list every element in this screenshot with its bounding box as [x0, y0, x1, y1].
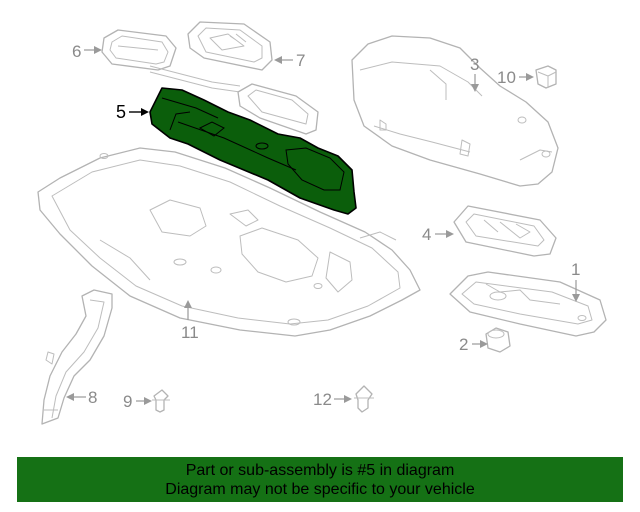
part-2-grommet[interactable]	[485, 327, 511, 353]
part-6-vent-frame[interactable]	[101, 29, 177, 71]
part-5-defroster-duct[interactable]	[149, 87, 357, 215]
svg-text:7: 7	[296, 51, 305, 70]
svg-text:3: 3	[470, 55, 479, 74]
part-8-side-duct[interactable]	[41, 289, 113, 425]
part-9-push-pin[interactable]	[152, 389, 170, 413]
svg-text:4: 4	[422, 225, 431, 244]
svg-text:1: 1	[571, 260, 580, 279]
part-10-clip[interactable]	[535, 65, 557, 89]
part-4-vent-grille[interactable]	[453, 205, 557, 257]
banner-line-2: Diagram may not be specific to your vehi…	[165, 480, 475, 498]
part-3-cover[interactable]	[351, 35, 559, 187]
svg-text:8: 8	[88, 388, 97, 407]
callout-4: 4	[422, 225, 454, 244]
part-7-vent-grille[interactable]	[187, 21, 273, 71]
callout-10: 10	[497, 68, 534, 87]
callout-12: 12	[313, 390, 352, 409]
callout-2: 2	[459, 335, 488, 354]
part-1-vent-housing[interactable]	[449, 271, 607, 337]
part-defrost-vent-right	[237, 83, 319, 135]
callout-6: 6	[72, 42, 102, 61]
svg-text:5: 5	[116, 102, 126, 122]
callout-11: 11	[181, 300, 199, 342]
svg-text:6: 6	[72, 42, 81, 61]
callout-7: 7	[274, 51, 305, 70]
part-12-push-pin[interactable]	[354, 385, 374, 413]
svg-text:9: 9	[123, 392, 132, 411]
callout-1: 1	[571, 260, 580, 302]
svg-text:10: 10	[497, 68, 516, 87]
info-banner: Part or sub-assembly is #5 in diagram Di…	[17, 457, 623, 502]
callout-9: 9	[123, 392, 152, 411]
callout-3: 3	[470, 55, 479, 92]
callout-5: 5	[116, 102, 149, 122]
svg-text:11: 11	[181, 323, 199, 342]
vent-connecting-strip	[149, 65, 241, 93]
callout-8: 8	[66, 388, 97, 407]
svg-text:2: 2	[459, 335, 468, 354]
banner-line-1: Part or sub-assembly is #5 in diagram	[185, 461, 455, 479]
svg-text:12: 12	[313, 390, 332, 409]
parts-diagram: 1 2 3 4 5 6 7 8 9 10	[37, 21, 607, 425]
part-11-dash-insulator[interactable]	[37, 147, 421, 337]
